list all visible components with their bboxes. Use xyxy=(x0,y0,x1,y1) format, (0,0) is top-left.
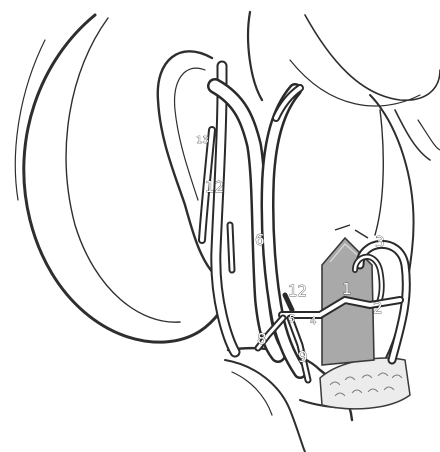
label-6: 6 xyxy=(255,231,265,249)
textured-region xyxy=(320,358,410,409)
label-2: 2 xyxy=(373,299,383,317)
label-5: 5 xyxy=(289,314,295,325)
label-3: 3 xyxy=(375,233,385,251)
label-1: 1 xyxy=(342,280,352,298)
label-8: 8 xyxy=(257,330,267,348)
label-13: 13 xyxy=(196,135,209,146)
label-12-lower: 12 xyxy=(288,282,307,300)
label-12-upper: 12 xyxy=(205,178,224,196)
label-9: 9 xyxy=(298,348,308,366)
vessel-trunks xyxy=(215,66,300,372)
label-4: 4 xyxy=(310,316,316,327)
outer-contour xyxy=(15,12,440,342)
